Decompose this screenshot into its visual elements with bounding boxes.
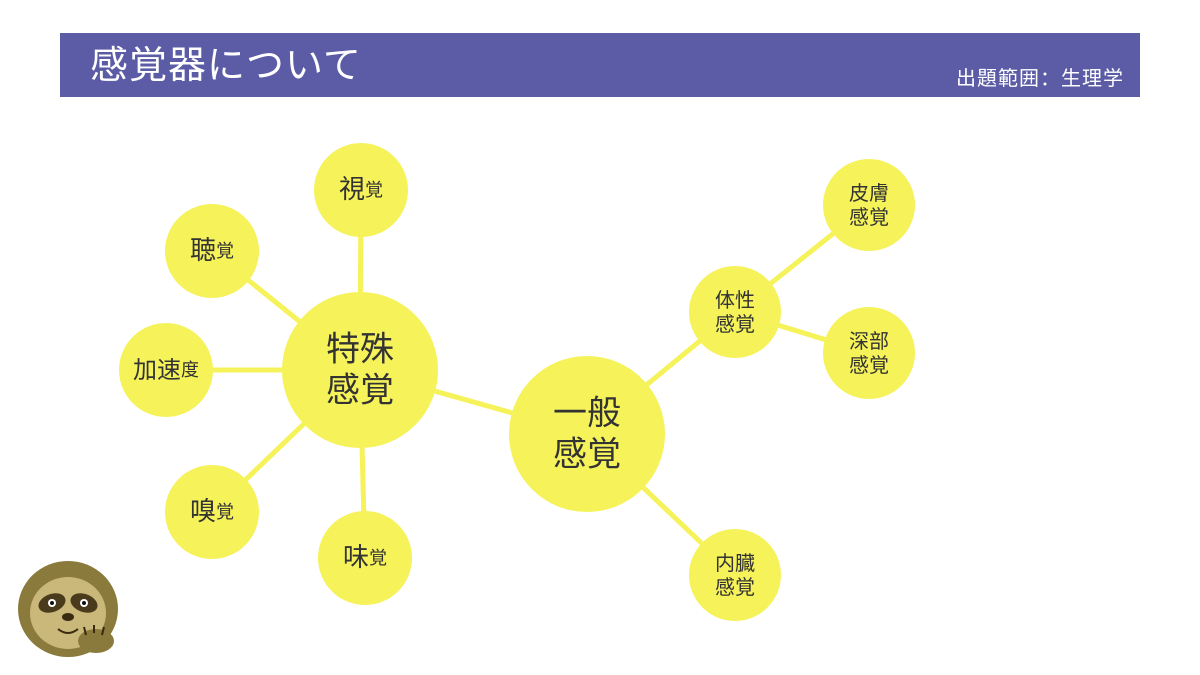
node-label-skin-1: 感覚 <box>849 205 889 229</box>
node-label-main: 体性 <box>715 288 755 312</box>
node-label-main: 一般 <box>553 394 621 434</box>
node-label-deep-0: 深部 <box>849 329 889 353</box>
node-label-smell-0: 嗅覚 <box>190 497 234 527</box>
node-label-special-0: 特殊 <box>326 330 394 370</box>
node-acceleration: 加速度 <box>119 323 213 417</box>
node-label-main: 視 <box>339 175 365 205</box>
node-circle-vision <box>314 143 408 237</box>
page-title: 感覚器について <box>90 43 362 87</box>
node-label-main: 内臓 <box>715 551 755 575</box>
node-circle-hearing <box>165 204 259 298</box>
node-label-small: 覚 <box>216 241 234 262</box>
node-label-deep-1: 感覚 <box>849 353 889 377</box>
node-label-main: 感覚 <box>849 353 889 377</box>
node-label-small: 覚 <box>365 180 383 201</box>
sloth-mascot-icon <box>18 561 118 657</box>
node-label-somatic-1: 感覚 <box>715 312 755 336</box>
node-label-small: 度 <box>181 360 199 381</box>
node-label-main: 感覚 <box>715 575 755 599</box>
node-smell: 嗅覚 <box>165 465 259 559</box>
node-circle-visceral <box>689 529 781 621</box>
node-circle-taste <box>318 511 412 605</box>
node-taste: 味覚 <box>318 511 412 605</box>
node-label-main: 聴 <box>190 236 216 266</box>
node-circle-acceleration <box>119 323 213 417</box>
node-circle-general <box>509 356 665 512</box>
node-label-main: 感覚 <box>715 312 755 336</box>
node-label-main: 深部 <box>849 329 889 353</box>
node-label-general-0: 一般 <box>553 394 621 434</box>
node-label-main: 感覚 <box>326 370 394 410</box>
node-circle-skin <box>823 159 915 251</box>
node-label-special-1: 感覚 <box>326 370 394 410</box>
node-circle-smell <box>165 465 259 559</box>
node-label-visceral-0: 内臓 <box>715 551 755 575</box>
node-label-general-1: 感覚 <box>553 434 621 474</box>
node-label-hearing-0: 聴覚 <box>190 236 234 266</box>
node-hearing: 聴覚 <box>165 204 259 298</box>
node-label-main: 味 <box>343 543 369 573</box>
node-label-main: 加速 <box>133 356 181 384</box>
node-label-main: 皮膚 <box>849 181 889 205</box>
diagram-edges <box>166 189 871 577</box>
node-label-somatic-0: 体性 <box>715 288 755 312</box>
node-label-skin-0: 皮膚 <box>849 181 889 205</box>
node-circle-somatic <box>689 266 781 358</box>
node-label-main: 感覚 <box>849 205 889 229</box>
node-label-main: 特殊 <box>326 330 394 370</box>
node-circle-special <box>282 292 438 448</box>
node-label-taste-0: 味覚 <box>343 543 387 573</box>
subject-label: 出題範囲：生理学 <box>956 66 1124 90</box>
header-bar: 感覚器について 出題範囲：生理学 <box>60 33 1140 97</box>
node-label-vision-0: 視覚 <box>339 175 383 205</box>
node-label-main: 感覚 <box>553 434 621 474</box>
node-circle-deep <box>823 307 915 399</box>
node-label-acceleration-0: 加速度 <box>133 356 199 384</box>
node-label-visceral-1: 感覚 <box>715 575 755 599</box>
node-label-small: 覚 <box>369 548 387 569</box>
node-label-main: 嗅 <box>190 497 216 527</box>
node-label-small: 覚 <box>216 502 234 523</box>
node-vision: 視覚 <box>314 143 408 237</box>
